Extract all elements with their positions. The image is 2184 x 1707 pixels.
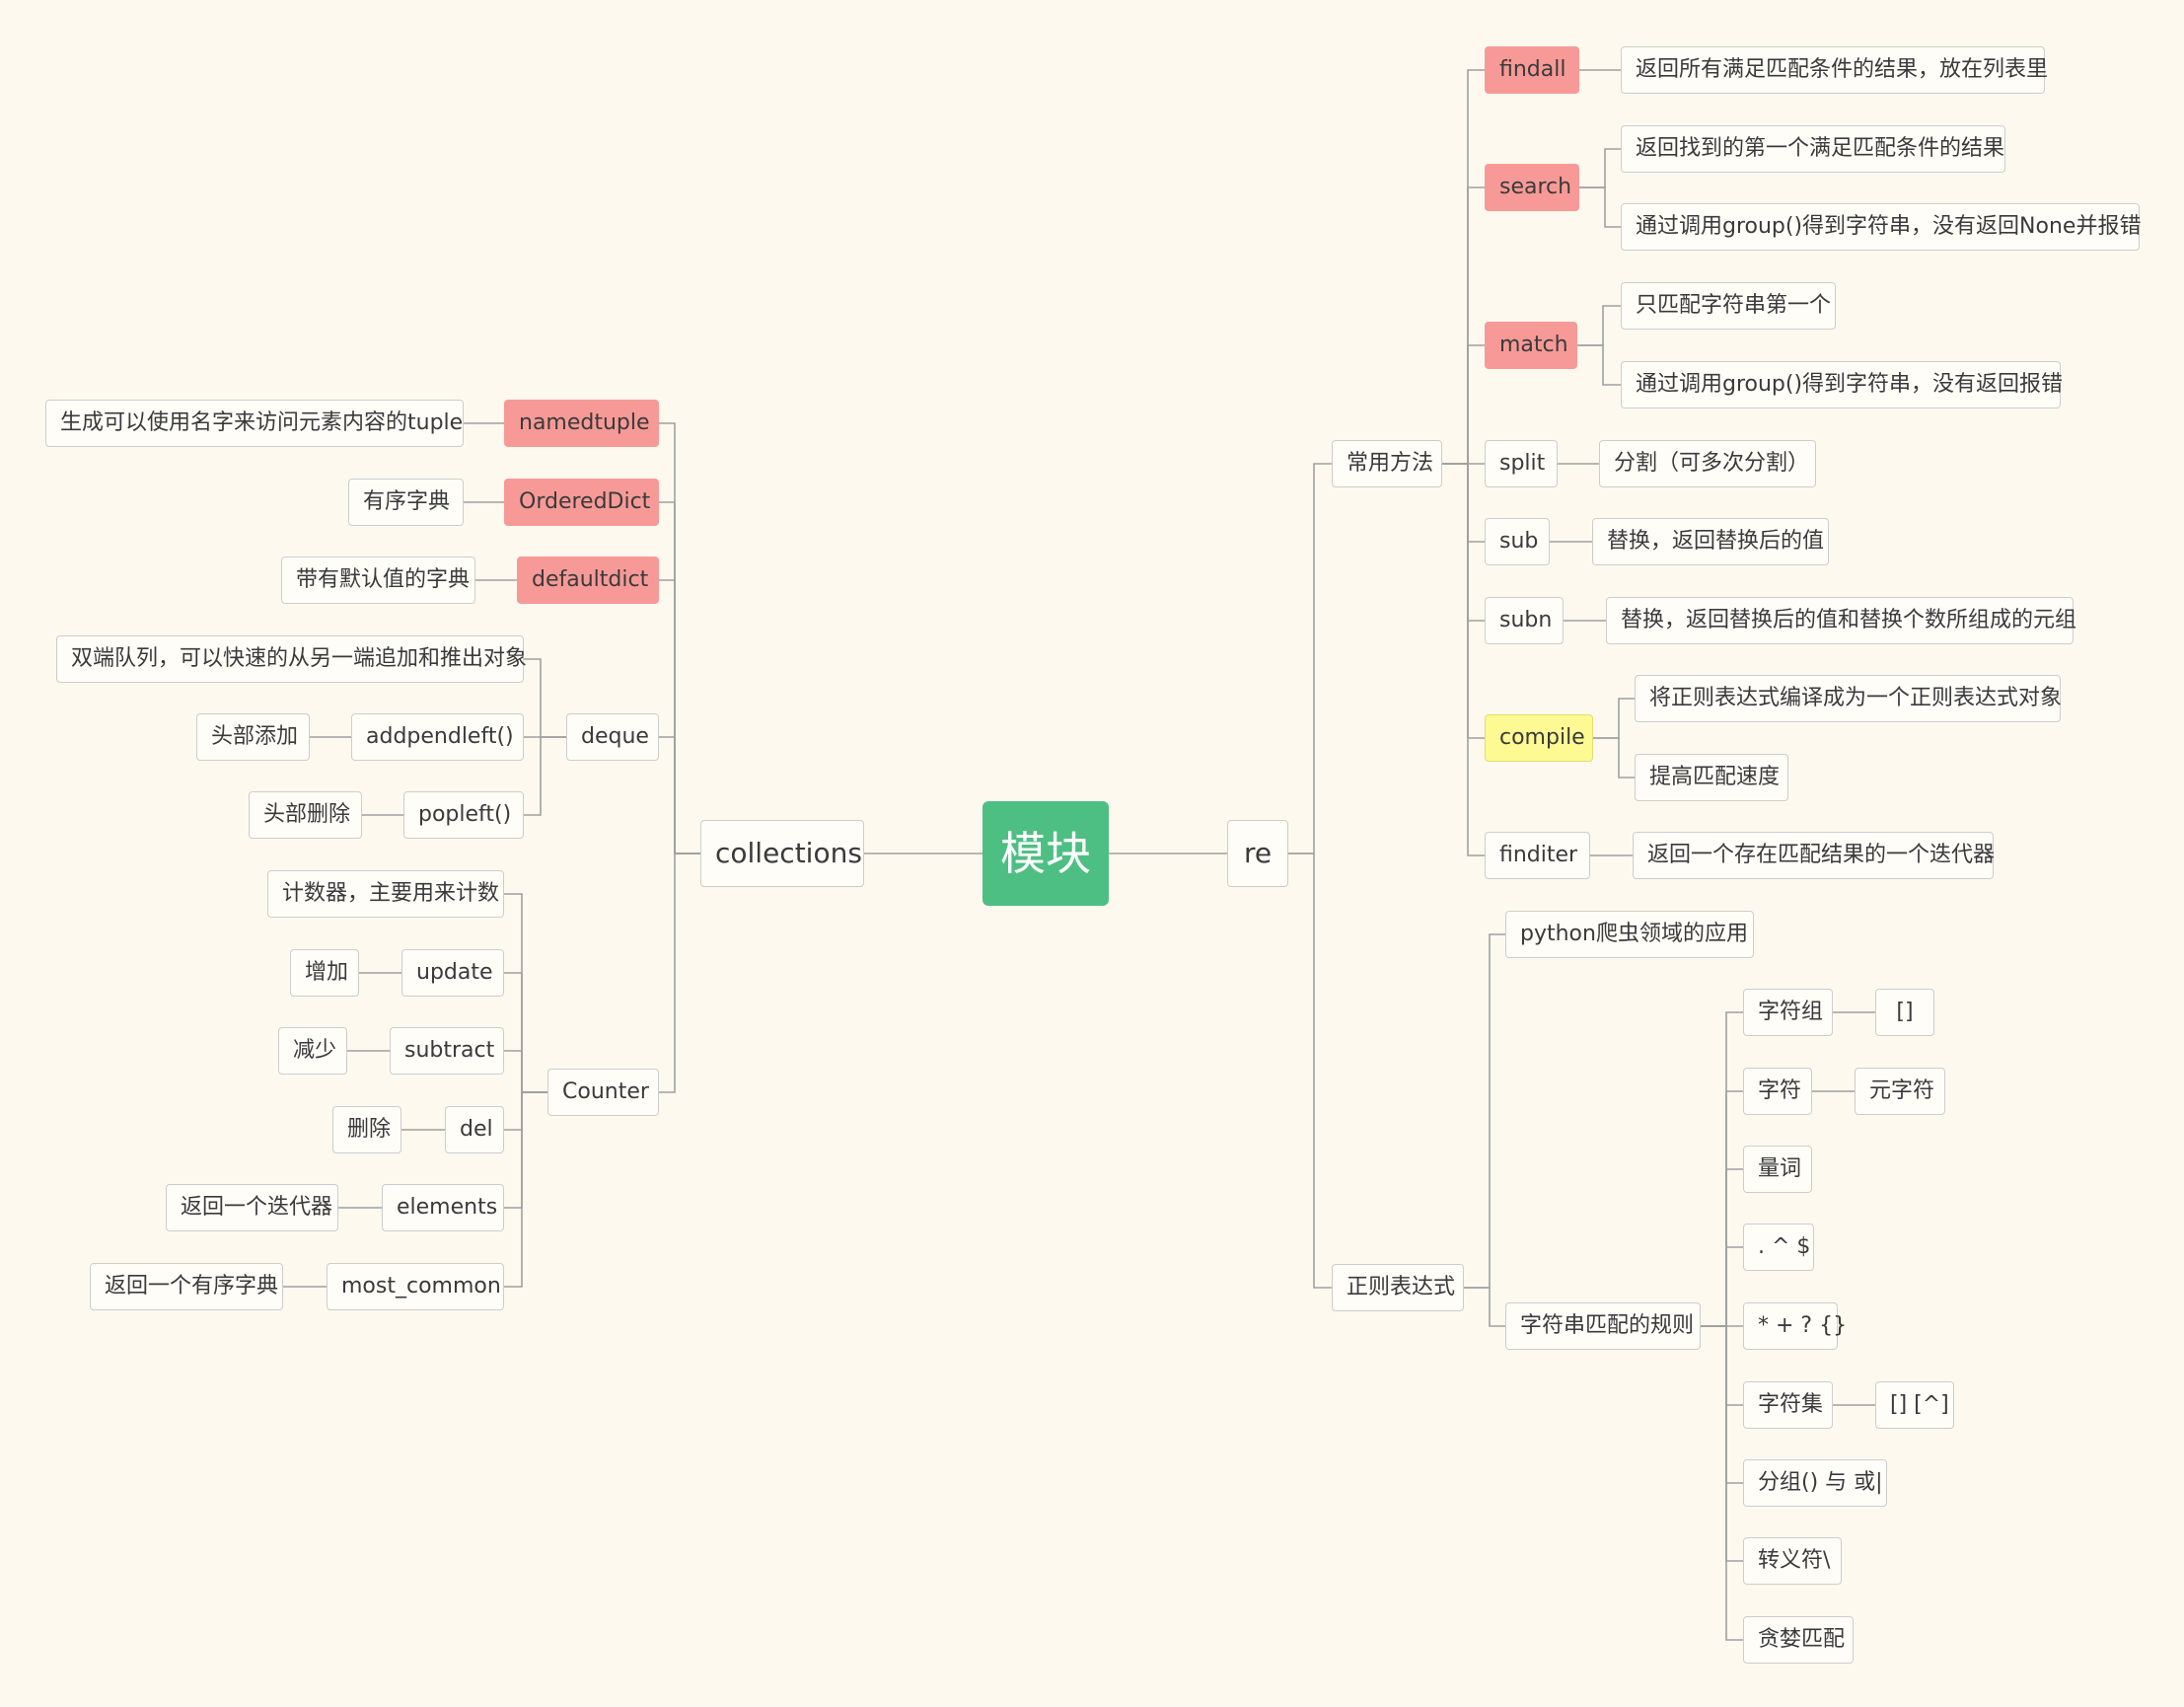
match-node[interactable]: match <box>1485 322 1577 369</box>
search-desc-1[interactable]: 返回找到的第一个满足匹配条件的结果 <box>1621 125 2005 173</box>
popleft-node[interactable]: popleft() <box>403 791 524 839</box>
group-or-node[interactable]: 分组() 与 或| <box>1743 1459 1887 1507</box>
del-desc[interactable]: 删除 <box>332 1106 401 1153</box>
split-desc[interactable]: 分割（可多次分割） <box>1599 440 1816 487</box>
popleft-desc[interactable]: 头部删除 <box>249 791 362 839</box>
defaultdict-desc[interactable]: 带有默认值的字典 <box>281 557 475 604</box>
rules-node[interactable]: 字符串匹配的规则 <box>1505 1302 1701 1350</box>
elements-node[interactable]: elements <box>382 1184 504 1231</box>
search-desc-2[interactable]: 通过调用group()得到字符串，没有返回None并报错 <box>1621 203 2141 251</box>
elements-desc[interactable]: 返回一个迭代器 <box>166 1184 338 1231</box>
match-desc-2[interactable]: 通过调用group()得到字符串，没有返回报错 <box>1621 361 2063 408</box>
re-node[interactable]: re <box>1227 820 1288 887</box>
char-group-node[interactable]: 字符组 <box>1743 989 1833 1036</box>
char-set-example[interactable]: [] [^] <box>1875 1381 1954 1429</box>
appendleft-desc[interactable]: 头部添加 <box>196 713 310 761</box>
finditer-desc[interactable]: 返回一个存在匹配结果的一个迭代器 <box>1633 832 1995 879</box>
meta-char-node[interactable]: 元字符 <box>1855 1068 1945 1115</box>
char-set-node[interactable]: 字符集 <box>1743 1381 1833 1429</box>
escape-node[interactable]: 转义符\ <box>1743 1537 1842 1585</box>
quantifier-node[interactable]: 量词 <box>1743 1146 1812 1193</box>
deque-desc[interactable]: 双端队列，可以快速的从另一端追加和推出对象 <box>56 635 527 683</box>
split-node[interactable]: split <box>1485 440 1558 487</box>
char-node[interactable]: 字符 <box>1743 1068 1812 1115</box>
root-node[interactable]: 模块 <box>983 801 1109 906</box>
methods-node[interactable]: 常用方法 <box>1332 440 1442 487</box>
search-node[interactable]: search <box>1485 164 1579 211</box>
most-common-desc[interactable]: 返回一个有序字典 <box>90 1263 283 1310</box>
subtract-node[interactable]: subtract <box>390 1027 504 1075</box>
namedtuple-node[interactable]: namedtuple <box>504 400 659 447</box>
anchors-node[interactable]: . ^ $ <box>1743 1224 1814 1271</box>
del-node[interactable]: del <box>445 1106 504 1153</box>
sub-node[interactable]: sub <box>1485 518 1550 565</box>
subn-node[interactable]: subn <box>1485 597 1564 644</box>
counter-node[interactable]: Counter <box>547 1069 659 1116</box>
defaultdict-node[interactable]: defaultdict <box>517 557 659 604</box>
compile-node[interactable]: compile <box>1485 714 1593 762</box>
ordereddict-desc[interactable]: 有序字典 <box>348 479 464 526</box>
compile-desc-1[interactable]: 将正则表达式编译成为一个正则表达式对象 <box>1635 675 2062 722</box>
ordereddict-node[interactable]: OrderedDict <box>504 479 659 526</box>
deque-node[interactable]: deque <box>566 713 659 761</box>
subn-desc[interactable]: 替换，返回替换后的值和替换个数所组成的元组 <box>1606 597 2076 644</box>
compile-desc-2[interactable]: 提高匹配速度 <box>1635 754 1788 801</box>
crawler-node[interactable]: python爬虫领域的应用 <box>1505 911 1754 958</box>
namedtuple-desc[interactable]: 生成可以使用名字来访问元素内容的tuple <box>45 400 464 447</box>
update-desc[interactable]: 增加 <box>290 949 359 997</box>
appendleft-node[interactable]: addpendleft() <box>351 713 524 761</box>
subtract-desc[interactable]: 减少 <box>278 1027 347 1075</box>
counter-desc[interactable]: 计数器，主要用来计数 <box>267 870 504 918</box>
repeat-node[interactable]: * + ? {} <box>1743 1302 1847 1350</box>
sub-desc[interactable]: 替换，返回替换后的值 <box>1592 518 1829 565</box>
greedy-node[interactable]: 贪婪匹配 <box>1743 1616 1854 1664</box>
findall-node[interactable]: findall <box>1485 46 1579 94</box>
most-common-node[interactable]: most_common <box>327 1263 504 1310</box>
collections-node[interactable]: collections <box>700 820 864 887</box>
regex-node[interactable]: 正则表达式 <box>1332 1264 1464 1311</box>
match-desc-1[interactable]: 只匹配字符串第一个 <box>1621 282 1836 330</box>
char-group-example[interactable]: [] <box>1875 989 1934 1036</box>
finditer-node[interactable]: finditer <box>1485 832 1590 879</box>
update-node[interactable]: update <box>401 949 504 997</box>
findall-desc[interactable]: 返回所有满足匹配条件的结果，放在列表里 <box>1621 46 2048 94</box>
